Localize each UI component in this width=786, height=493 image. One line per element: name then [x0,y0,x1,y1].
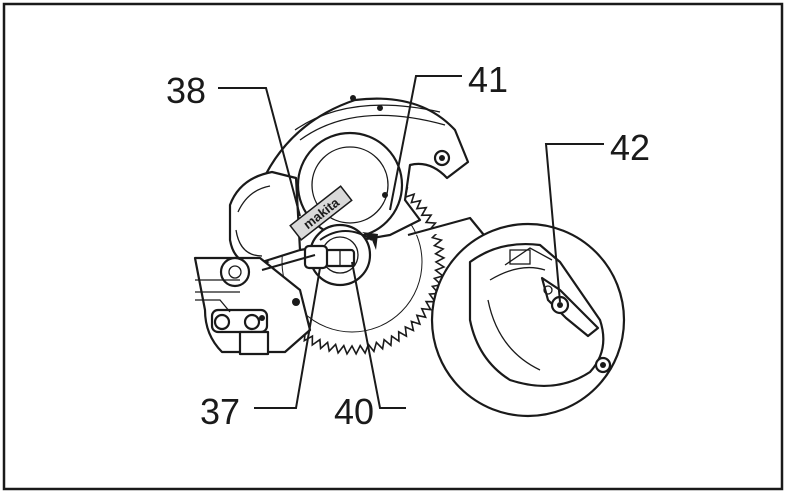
miter-saw-drawing: makita [193,95,470,356]
leader-42 [544,143,604,303]
callout-38: 38 [166,70,206,111]
detail-inset [407,216,626,418]
leader-38 [218,87,301,217]
leader-40 [351,261,406,409]
rotation-arrow [319,230,373,241]
saw-handle [228,170,302,265]
callout-42: 42 [610,127,650,168]
leader-37 [254,267,321,409]
callout-41: 41 [468,59,508,100]
callout-40: 40 [334,391,374,432]
lever-detail [540,276,600,338]
leader-lines [218,75,604,409]
callout-37: 37 [200,391,240,432]
leader-41 [389,75,462,211]
